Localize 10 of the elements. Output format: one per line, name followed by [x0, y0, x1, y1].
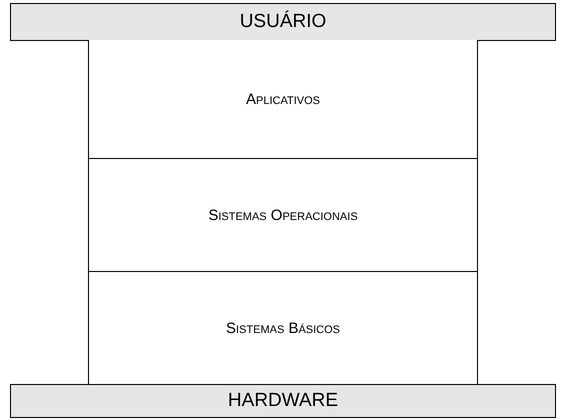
layer-box — [88, 40, 478, 159]
layer-label: Aplicativos — [246, 90, 320, 108]
layer-band — [10, 3, 556, 41]
layer-band — [10, 384, 556, 418]
layer-box — [88, 158, 478, 272]
layer-label: HARDWARE — [228, 390, 338, 412]
layer-label: Sistemas Operacionais — [208, 206, 358, 224]
layer-box — [88, 271, 478, 385]
layer-label: USUÁRIO — [240, 11, 326, 33]
layer-label: Sistemas Básicos — [226, 320, 340, 336]
